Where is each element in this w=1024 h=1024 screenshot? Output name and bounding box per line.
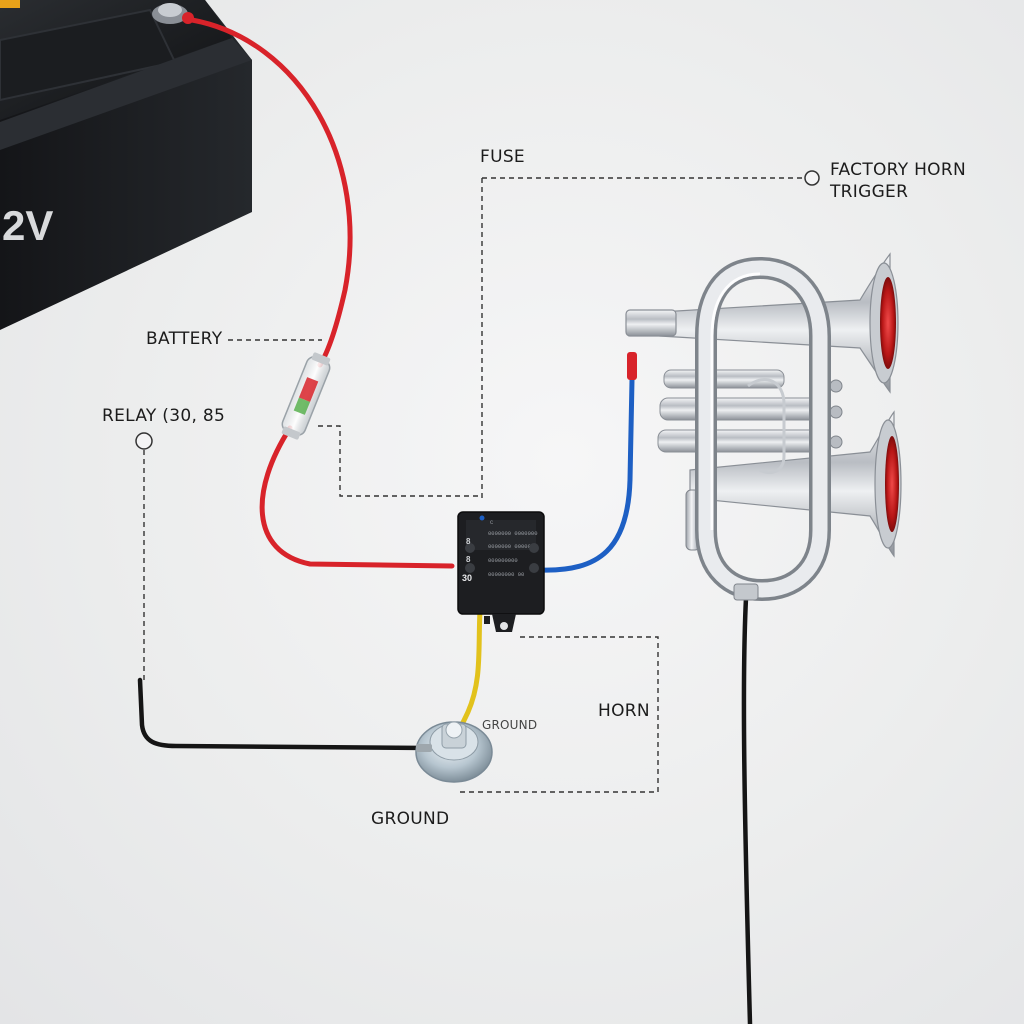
- label-relay: RELAY (30, 85: [102, 406, 226, 426]
- relay-label-area: [466, 520, 536, 550]
- svg-text:0000000 0000000: 0000000 0000000: [488, 530, 538, 537]
- wire-red-fuse-to-relay: [259, 425, 455, 569]
- wire-black-horn-lead: [741, 597, 753, 1024]
- relay-pin-mark-top: 8: [466, 537, 471, 546]
- label-ground-small: GROUND: [482, 718, 538, 732]
- battery-terminal: [152, 3, 194, 24]
- trigger-endpoint-marker: [804, 170, 820, 186]
- label-fuse: FUSE: [480, 147, 525, 167]
- battery: 2V: [0, 0, 252, 330]
- svg-text:0000000 0000000: 0000000 0000000: [488, 543, 538, 550]
- leader-fuse-to-relay: [318, 425, 480, 497]
- wire-yellow-relay-to-ground: [452, 607, 483, 741]
- lower-horn-bell: [689, 410, 895, 558]
- label-factory-horn-trigger: FACTORY HORN TRIGGER: [830, 159, 1000, 203]
- svg-text:C: C: [490, 519, 494, 526]
- relay-module: C 0000000 0000000 0000000 0000000 000000…: [457, 511, 545, 632]
- battery-edge: [0, 38, 252, 150]
- inline-fuse: [281, 352, 331, 440]
- relay-pin-mark-30: 30: [462, 573, 472, 583]
- label-horn: HORN: [598, 701, 650, 721]
- lower-horn-red-diaphragm: [885, 436, 899, 532]
- label-battery: BATTERY: [146, 329, 223, 349]
- horn-terminal-sleeve: [627, 352, 637, 380]
- battery-warning-sticker: [0, 0, 20, 8]
- wire-black-trigger-to-ground: [137, 677, 431, 751]
- leader-horn: [460, 636, 659, 793]
- relay-fine-print: C 0000000 0000000 0000000 0000000 000000…: [488, 519, 538, 578]
- upper-horn-bell: [659, 252, 891, 394]
- svg-text:00000000 00: 00000000 00: [488, 571, 524, 578]
- wire-blue-relay-to-horn: [537, 377, 635, 573]
- label-ground: GROUND: [371, 809, 450, 829]
- twin-horn-assembly: [625, 252, 902, 602]
- label-factory-horn-trigger-line1: FACTORY HORN: [830, 160, 966, 180]
- horn-air-inlet: [625, 309, 677, 337]
- horn-tube-loop: [698, 260, 828, 598]
- battery-voltage-marking: 2V: [2, 202, 53, 249]
- leader-lines: [143, 177, 804, 793]
- upper-horn-red-diaphragm: [880, 277, 896, 369]
- relay-pin-mark-mid: 8: [466, 555, 471, 564]
- label-factory-horn-trigger-line2: TRIGGER: [830, 182, 909, 202]
- svg-text:000000000: 000000000: [488, 557, 518, 564]
- ground-post: [415, 721, 493, 783]
- wire-red-battery-to-fuse: [189, 17, 353, 368]
- relay-endpoint-marker: [135, 432, 153, 450]
